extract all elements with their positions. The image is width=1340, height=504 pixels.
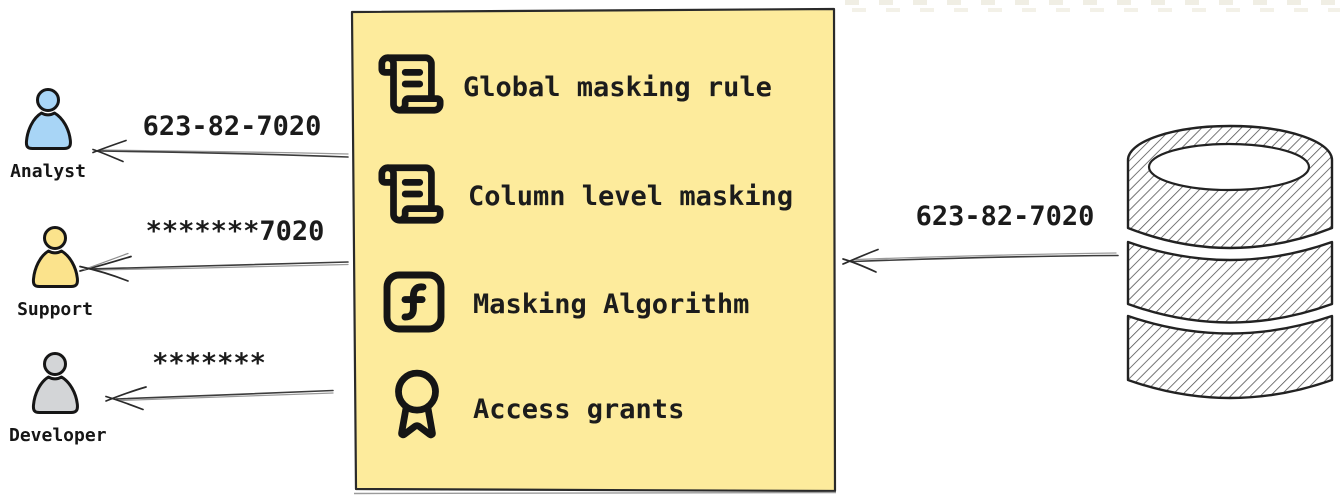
masking-item-label: Global masking rule [463,72,772,103]
scroll-text-icon [378,164,444,224]
function-square-icon [383,271,445,333]
masking-box-sketch-echo [353,491,837,495]
faint-dashed-line-echo [852,8,1340,12]
arrow-from-database [842,248,1119,273]
persona-name: Developer [9,425,107,446]
persona-name: Analyst [10,161,86,182]
person-icon [24,88,72,150]
database-opening [1147,142,1311,192]
database-bottom-band [1126,314,1334,400]
faint-dashed-line [845,0,1340,5]
arrow-to-developer [105,386,334,411]
person-icon [31,226,79,288]
persona-support: Support [9,226,101,320]
masking-box-shape [350,7,837,493]
database-middle-band [1126,240,1334,324]
scroll-text-icon [378,54,444,114]
database-icon [1120,120,1340,404]
masking-item-label: Access grants [473,394,685,425]
value-to-support: *******7020 [145,216,325,247]
award-icon [395,369,439,439]
masking-item-label: Masking Algorithm [473,289,750,320]
persona-name: Support [17,299,93,320]
person-icon [31,352,79,414]
value-from-database: 623-82-7020 [915,201,1095,232]
arrow-to-analyst [92,139,349,163]
value-to-developer: ******* [152,348,266,379]
arrow-to-support [79,252,349,282]
value-to-analyst: 623-82-7020 [142,111,322,142]
persona-analyst: Analyst [2,88,94,182]
masking-item-label: Column level masking [468,181,794,212]
persona-developer: Developer [9,352,107,446]
